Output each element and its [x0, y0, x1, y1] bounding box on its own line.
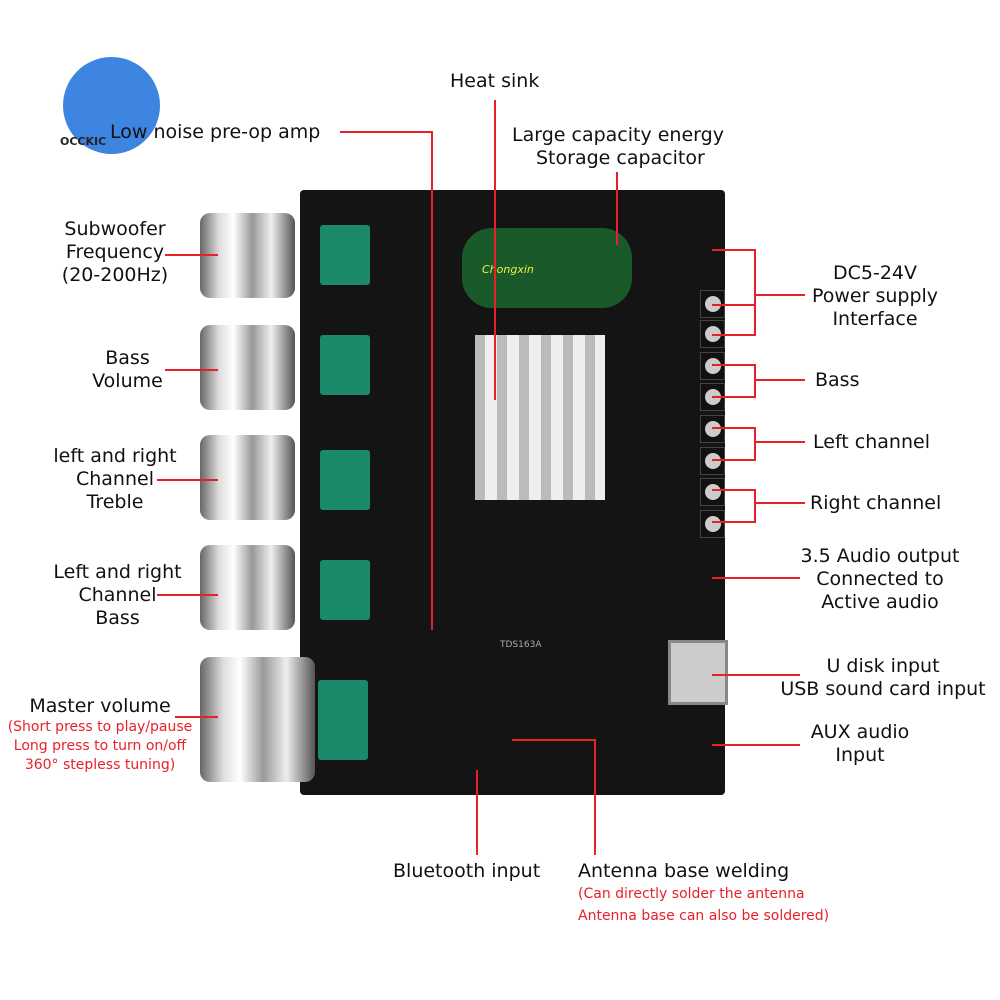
text: Channel [78, 584, 157, 606]
text: Active audio [821, 591, 939, 613]
text: Connected to [816, 568, 944, 590]
pot [318, 680, 368, 760]
text: Subwoofer [64, 218, 166, 240]
label-left: Left channel [813, 431, 930, 453]
heat-sink [475, 335, 605, 500]
label-bass: Bass [815, 369, 860, 391]
label-preamp: Low noise pre-op amp [110, 121, 321, 143]
pot [320, 450, 370, 510]
text: Channel [75, 468, 154, 490]
text: Interface [832, 308, 918, 330]
text: Input [835, 744, 885, 766]
text: DC5-24V [832, 262, 917, 284]
terminal [700, 478, 725, 506]
note: Long press to turn on/off [13, 738, 187, 754]
text: USB sound card input [780, 678, 986, 700]
chip-label: TDS163A [500, 640, 542, 650]
lr-bass-knob[interactable] [200, 545, 295, 630]
text: Volume [92, 370, 163, 392]
text: 3.5 Audio output [800, 545, 960, 567]
text: Frequency [65, 241, 165, 263]
text: left and right [53, 445, 177, 467]
text: U disk input [826, 655, 940, 677]
text: Antenna base welding [578, 860, 790, 882]
text: Power supply [811, 285, 939, 307]
label-bluetooth: Bluetooth input [393, 860, 541, 882]
text: Left and right [53, 561, 182, 583]
treble-knob[interactable] [200, 435, 295, 520]
text: (20-200Hz) [61, 264, 169, 286]
pot [320, 335, 370, 395]
brand-logo [63, 57, 160, 154]
note: Antenna base can also be soldered) [578, 908, 830, 924]
text: Treble [86, 491, 144, 513]
note: (Short press to play/pause [7, 719, 193, 735]
label-capacitor-2: Storage capacitor [536, 147, 705, 169]
master-volume-knob[interactable] [200, 657, 315, 782]
label-capacitor-1: Large capacity energy [512, 124, 724, 146]
note: 360° stepless tuning) [24, 757, 176, 773]
text: AUX audio [810, 721, 910, 743]
text: Master volume [29, 695, 171, 717]
text: Bass [105, 347, 150, 369]
bass-volume-knob[interactable] [200, 325, 295, 410]
label-heat-sink: Heat sink [450, 70, 540, 92]
pot [320, 560, 370, 620]
text: Bass [95, 607, 140, 629]
usb-port [668, 640, 728, 705]
pot [320, 225, 370, 285]
logo-text: OCCKIC [60, 135, 107, 148]
terminal [700, 510, 725, 538]
label-antenna: Antenna base welding (Can directly solder… [578, 860, 829, 927]
note: (Can directly solder the antenna [578, 886, 805, 902]
label-right: Right channel [810, 492, 942, 514]
